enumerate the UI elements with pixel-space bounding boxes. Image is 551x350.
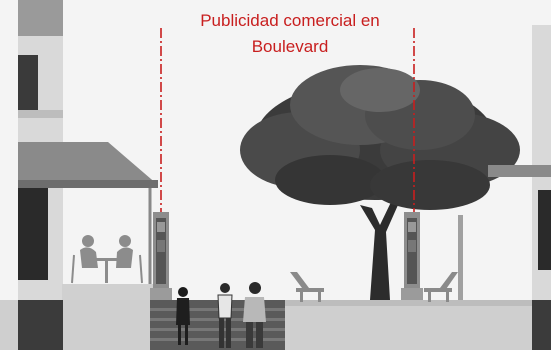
awning-icon [18,142,158,300]
left-building [18,0,63,350]
annotation-line-2: Boulevard [251,37,329,56]
advertising-totem-left-icon [150,212,172,300]
pedestrians-icon [176,282,266,348]
annotation-line-1: Publicidad comercial en [200,11,380,30]
annotation-label: Publicidad comercial en Boulevard [160,8,420,60]
bench-left-icon [290,272,324,302]
tree-icon [240,65,520,300]
sidewalk-edge [155,300,551,306]
right-building [488,25,551,350]
advertising-totem-right-icon [401,212,423,300]
light-pole [458,215,463,300]
bench-right-icon [424,272,458,302]
cafe-people-silhouette-icon [62,235,154,300]
